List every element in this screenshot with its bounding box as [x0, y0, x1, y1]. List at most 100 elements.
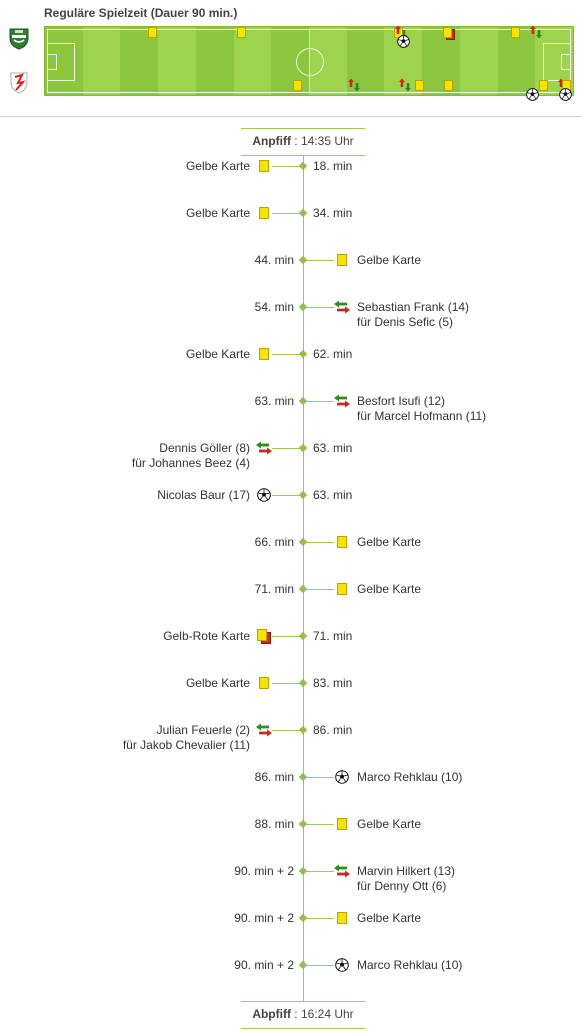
pitch-home-yellow-card-icon[interactable]: [148, 27, 157, 38]
timeline-node: [298, 443, 308, 453]
yellow-card-icon[interactable]: [337, 254, 347, 266]
player-in-name[interactable]: Dennis Göller (8): [159, 441, 250, 455]
yellow-card-icon[interactable]: [259, 348, 269, 360]
yellow-card-icon[interactable]: [337, 818, 347, 830]
timeline-connector: [306, 777, 334, 778]
event-description: Gelb-Rote Karte: [163, 629, 250, 644]
substitution-icon[interactable]: [255, 441, 273, 460]
final-whistle-bottom-border: [241, 1028, 365, 1029]
timeline-axis: [303, 156, 304, 1002]
yellow-card-icon[interactable]: [337, 583, 347, 595]
substitution-icon[interactable]: [255, 723, 273, 742]
yellow-card-icon[interactable]: [337, 536, 347, 548]
card-label: Gelbe Karte: [185, 206, 250, 220]
kickoff-bottom-border: [241, 155, 365, 156]
substitution-icon[interactable]: [333, 864, 351, 883]
timeline-connector: [272, 448, 300, 449]
yellow-card-icon[interactable]: [259, 677, 269, 689]
event-description: Marco Rehklau (10): [357, 770, 462, 785]
substitution-icon[interactable]: [333, 300, 351, 319]
goal-ball-icon[interactable]: [257, 488, 271, 507]
club-crest-green-icon[interactable]: [8, 26, 30, 50]
event-minute: 66. min: [254, 535, 294, 549]
timeline-node: [298, 678, 308, 688]
event-description: Gelbe Karte: [186, 676, 250, 691]
timeline-node: [298, 631, 308, 641]
pitch-home-substitution-icon[interactable]: [530, 25, 542, 44]
goal-scorer-name[interactable]: Marco Rehklau (10): [357, 770, 463, 784]
player-out-name[interactable]: für Jakob Chevalier (11): [122, 738, 250, 752]
timeline-connector: [306, 260, 334, 261]
pitch-home-yellow-card-icon[interactable]: [237, 27, 246, 38]
timeline-connector: [272, 354, 300, 355]
event-description: Gelbe Karte: [357, 817, 421, 832]
event-description: Gelbe Karte: [186, 159, 250, 174]
timeline-connector: [306, 918, 334, 919]
pitch-home-goal-icon[interactable]: [397, 35, 410, 53]
substitution-icon[interactable]: [333, 394, 351, 413]
pitch-stripe: [497, 27, 536, 95]
event-minute: 44. min: [254, 253, 294, 267]
event-minute: 71. min: [313, 629, 353, 643]
goal-scorer-name[interactable]: Marco Rehklau (10): [357, 958, 463, 972]
pitch-stripe: [346, 27, 385, 95]
kickoff-top-border: [241, 128, 365, 129]
card-label: Gelbe Karte: [185, 159, 250, 173]
pitch-away-yellow-card-icon[interactable]: [293, 80, 302, 91]
player-out-name[interactable]: für Denny Ott (6): [357, 879, 447, 893]
yellow-card-icon[interactable]: [259, 160, 269, 172]
pitch-stripe: [120, 27, 159, 95]
timeline-node: [298, 490, 308, 500]
final-whistle-label: Abpfiff : 16:24 Uhr: [241, 1007, 365, 1021]
yellow-red-card-icon[interactable]: [257, 628, 271, 644]
timeline-connector: [272, 213, 300, 214]
card-label: Gelbe Karte: [357, 535, 422, 549]
club-crest-red-icon[interactable]: [8, 70, 30, 94]
pitch-away-goal-icon[interactable]: [559, 88, 572, 106]
event-minute: 18. min: [313, 159, 353, 173]
timeline-connector: [306, 589, 334, 590]
goal-scorer-name[interactable]: Nicolas Baur (17): [157, 488, 250, 502]
pitch-stripe: [459, 27, 499, 95]
pitch-stripe: [45, 27, 84, 95]
pitch-goal-area-left: [47, 54, 57, 70]
event-description: Sebastian Frank (14)für Denis Sefic (5): [357, 300, 469, 330]
pitch-away-yellow-card-icon[interactable]: [539, 80, 548, 91]
timeline-node: [298, 161, 308, 171]
event-minute: 63. min: [313, 488, 353, 502]
pitch-center-circle: [296, 48, 324, 76]
pitch-home-yellow-red-card-icon[interactable]: [443, 27, 455, 40]
pitch-stripe: [82, 27, 121, 95]
pitch-away-yellow-card-icon[interactable]: [415, 80, 424, 91]
goal-ball-icon[interactable]: [335, 958, 349, 977]
player-out-name[interactable]: für Johannes Beez (4): [131, 456, 250, 470]
player-in-name[interactable]: Sebastian Frank (14): [357, 300, 470, 314]
timeline-connector: [306, 542, 334, 543]
pitch-overview: [44, 26, 574, 96]
final-whistle-title: Abpfiff: [252, 1007, 291, 1021]
yellow-card-icon[interactable]: [259, 207, 269, 219]
card-label: Gelbe Karte: [357, 817, 422, 831]
event-minute: 62. min: [313, 347, 353, 361]
pitch-away-substitution-icon[interactable]: [399, 78, 411, 97]
pitch-away-goal-icon[interactable]: [526, 88, 539, 106]
event-minute: 34. min: [313, 206, 353, 220]
yellow-card-icon[interactable]: [337, 912, 347, 924]
event-minute: 86. min: [254, 770, 294, 784]
card-label: Gelbe Karte: [185, 347, 250, 361]
event-minute: 83. min: [313, 676, 353, 690]
pitch-away-substitution-icon[interactable]: [348, 78, 360, 97]
player-in-name[interactable]: Marvin Hilkert (13): [357, 864, 456, 878]
card-label: Gelbe Karte: [185, 676, 250, 690]
player-out-name[interactable]: für Marcel Hofmann (11): [357, 409, 487, 423]
player-out-name[interactable]: für Denis Sefic (5): [357, 315, 454, 329]
event-description: Gelbe Karte: [357, 582, 421, 597]
pitch-away-yellow-card-icon[interactable]: [444, 80, 453, 91]
pitch-home-yellow-card-icon[interactable]: [511, 27, 520, 38]
goal-ball-icon[interactable]: [335, 770, 349, 789]
section-divider: [0, 116, 582, 117]
card-label: Gelbe Karte: [357, 582, 422, 596]
event-minute: 71. min: [254, 582, 294, 596]
player-in-name[interactable]: Besfort Isufi (12): [357, 394, 446, 408]
player-in-name[interactable]: Julian Feuerle (2): [156, 723, 250, 737]
